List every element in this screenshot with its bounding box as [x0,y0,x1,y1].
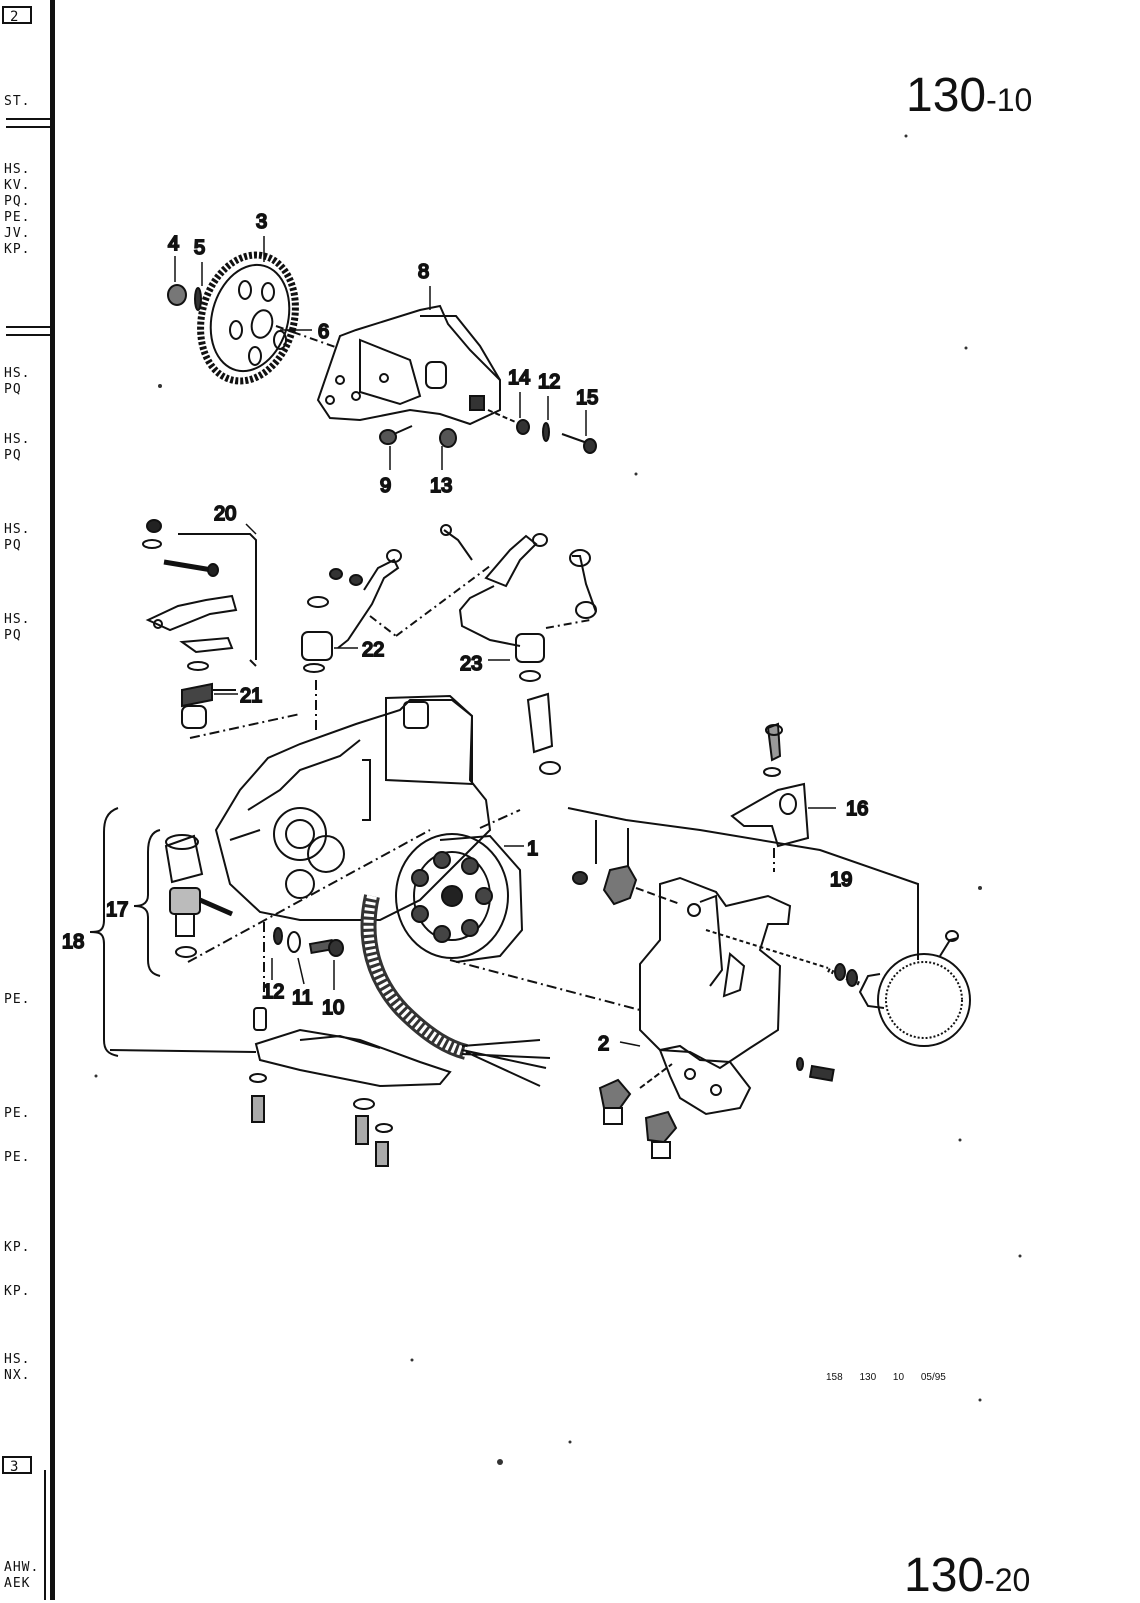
callout-8: 8 [418,261,429,283]
callout-labels: 1 2 3 4 5 6 8 9 10 11 12 12 13 14 15 16 … [61,210,869,1056]
margin-tag: AHW. AEK [4,1560,40,1591]
page-number: 130-10 [906,69,1033,122]
nut-icon [439,428,457,448]
callout-12: 12 [262,981,284,1003]
margin-tag: HS. PQ [4,522,31,553]
injection-pump-icon [214,694,492,921]
margin-tag: HS. PQ [4,432,31,463]
fitting-23 [440,524,597,775]
margin-tag: HS. NX. [4,1352,31,1383]
bolt-icon [273,927,344,957]
clamp-bolts [598,1063,678,1159]
margin-tag: PE. [4,1106,31,1121]
sensor-17 [164,834,234,958]
bolt-icon [796,1057,835,1082]
nut-icon [572,864,681,906]
margin-tag: HS. PQ [4,366,31,397]
margin-rule [50,0,55,1600]
margin-tag: KP. [4,1240,31,1255]
scan-specks [94,134,1022,1465]
margin-divider [6,118,50,128]
margin-tag: KP. [4,1284,31,1299]
callout-22: 22 [362,639,384,661]
callout-9: 9 [380,475,391,497]
washer-icon [516,419,550,442]
vacuum-unit-icon [705,929,971,1047]
margin-tag: HS. PQ [4,612,31,643]
callout-12b: 12 [538,371,560,393]
nut-icon [167,284,187,306]
callout-15: 15 [576,387,598,409]
bracket-16 [730,722,810,872]
fitting-assembly-20 [142,519,257,729]
lower-bracket [249,1007,452,1167]
margin-index: 2 ST. HS. KV. PQ. PE. JV. KP. HS. PQ HS.… [0,0,62,1600]
callout-23: 23 [460,653,482,675]
margin-rule-secondary [44,1470,46,1600]
callout-6: 6 [318,321,329,343]
bolt-icon [379,425,413,445]
margin-tag: PE. [4,1150,31,1165]
timing-gear-icon [197,251,299,385]
callout-4: 4 [168,233,179,255]
margin-divider [6,326,50,336]
callout-18: 18 [62,931,84,953]
washer-icon [194,287,202,311]
footer-code: 158 130 10 05/95 [826,1372,946,1383]
callout-1: 1 [527,838,538,860]
callout-19: 19 [830,869,852,891]
pump-bracket-icon [316,304,501,426]
callout-2: 2 [598,1033,609,1055]
margin-tag: HS. KV. PQ. PE. JV. KP. [4,162,31,257]
callout-3: 3 [256,211,267,233]
next-page-number: 130-20 [904,1549,1031,1602]
callout-11: 11 [292,987,313,1009]
margin-box-top: 2 [2,6,32,25]
distributor-head [395,833,524,963]
callout-10: 10 [322,997,344,1019]
margin-box-bottom: 3 [2,1456,32,1475]
callout-5: 5 [194,237,205,259]
callout-16: 16 [846,798,868,820]
callout-21: 21 [240,685,262,707]
fitting-22 [301,549,491,732]
callout-17: 17 [106,899,128,921]
leader-lines [174,236,836,1047]
callout-13: 13 [430,475,452,497]
margin-tag: ST. [4,94,31,109]
pump-bracket-2 [639,876,792,1116]
callout-20: 20 [214,503,236,525]
margin-tag: PE. [4,992,31,1007]
wiring-harness-icon [360,894,551,1087]
bolt-icon [561,433,597,454]
callout-14: 14 [508,367,530,389]
